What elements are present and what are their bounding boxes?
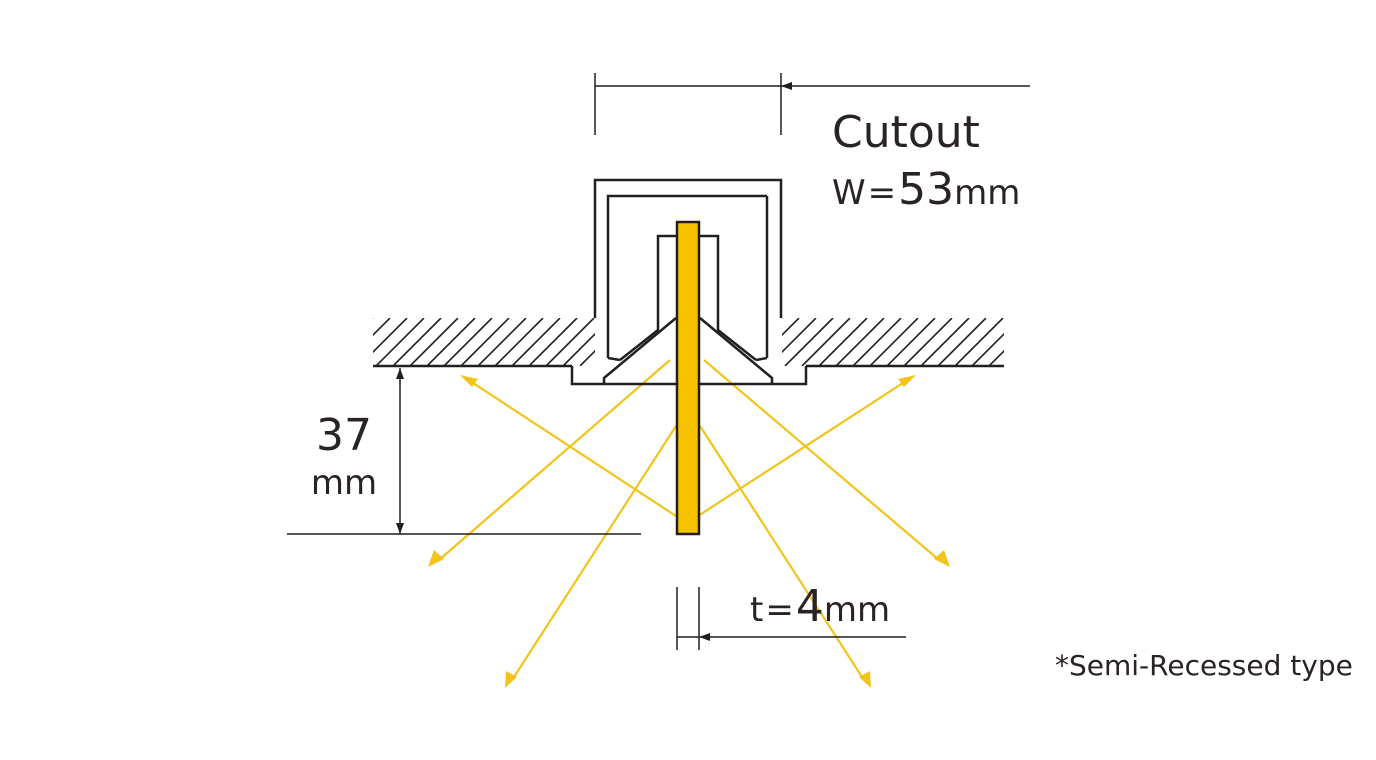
ray-left-wide [438,359,671,561]
depth-dimension [287,368,641,535]
hatch-line [409,318,459,366]
thickness-eq: = [765,590,794,630]
diffuser-inner-left [619,234,676,361]
hatch-line [631,318,679,366]
thickness-label: t=4mm [750,581,890,632]
hatch-line [954,318,1004,366]
ray-arrowhead [859,671,871,688]
hatch-line [852,318,902,366]
ray-right-wide [703,359,940,561]
diffuser-inner-right [700,234,757,361]
hatch-line [494,318,544,366]
depth-arrowhead-bottom [396,523,404,534]
led-strip [675,220,701,536]
thickness-dimension [676,587,906,650]
light-rays [438,359,940,681]
hatch-line [1040,318,1088,366]
hatch-line [1023,318,1071,366]
hatch-line [818,318,868,366]
ceiling-section-left [373,318,679,366]
cutout-arrowhead [781,82,792,90]
diffuser-outer-right [699,317,774,384]
hatch-line [392,318,442,366]
ceiling-section-right [782,318,1088,366]
hatch-line [903,318,953,366]
cutout-w-eq: = [868,173,897,213]
hatch-line [373,318,374,320]
ray-arrowhead [428,550,444,567]
hatch-line [373,318,408,354]
profile-left-wall-inner [606,194,767,358]
hatch-line [426,318,476,366]
hatch-line [528,318,578,366]
ray-upper-left [469,380,677,517]
ray-arrowheads [428,375,950,688]
cutout-title: Cutout [832,107,980,158]
hatch-line [579,349,595,366]
ray-arrowhead [934,550,950,567]
hatch-line [801,318,851,366]
ray-arrowhead [505,671,517,688]
hatch-line [373,318,391,337]
ray-upper-right [697,380,907,517]
type-note: *Semi-Recessed type [1055,649,1353,682]
hatch-line [443,318,493,366]
hatch-line [920,318,970,366]
profile-outer-shell [593,178,783,318]
ray-arrowhead [460,375,478,387]
cutout-w-unit: mm [954,173,1020,213]
ray-arrowhead [898,375,916,387]
aluminium-profile [570,178,808,386]
hatch-line [971,332,1004,366]
hatch-line [869,318,919,366]
hatch-line [782,318,800,337]
cutout-dimension [594,73,1030,135]
hatch-line [477,318,527,366]
thickness-value: 4 [796,581,824,632]
hatch-line [1006,318,1054,366]
profile-bottom-right [755,356,768,362]
ray-lower-left [511,425,677,681]
hatch-line [784,318,834,366]
hatch-line [782,318,817,354]
cutout-width-label: W=53mm [832,164,1020,215]
thickness-unit: mm [824,590,890,630]
hatch-line [937,318,987,366]
cutout-w-value: 53 [898,164,954,215]
hatch-line [545,318,595,366]
hatch-line [988,349,1004,366]
ray-lower-right [699,425,865,681]
diffuser-outer [602,317,677,384]
hatch-line [562,332,595,366]
thickness-arrowhead [699,633,710,641]
cutout-w-prefix: W [832,173,866,213]
hatch-line [460,318,510,366]
profile-bottom-left [607,356,621,362]
depth-arrowhead-top [396,368,404,379]
thickness-prefix: t [750,590,763,630]
hatch-line [886,318,936,366]
depth-unit: mm [311,463,377,503]
hatch-line [375,318,425,366]
hatch-line [835,318,885,366]
hatch-line [511,318,561,366]
depth-value: 37 [316,410,372,461]
